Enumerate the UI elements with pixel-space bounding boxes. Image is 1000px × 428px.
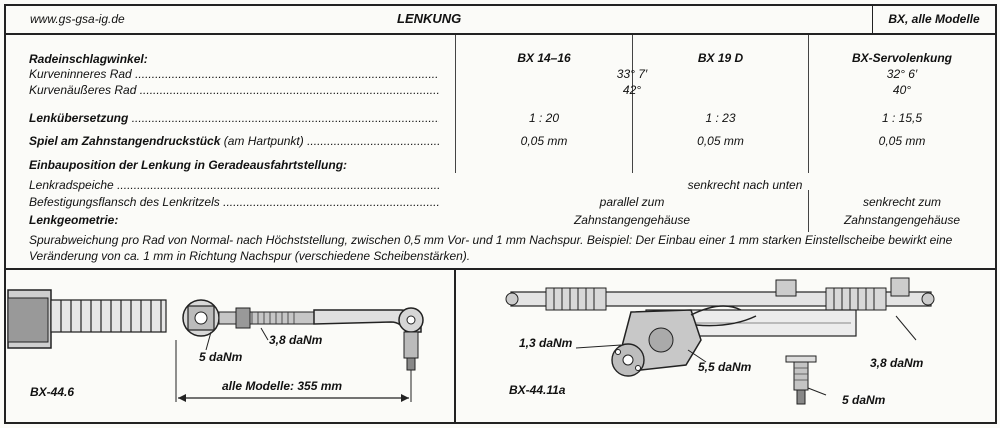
right-border xyxy=(995,4,997,424)
value-play-servo: 0,05 mm xyxy=(878,134,926,148)
label-befestigungsflansch: Befestigungsflansch des Lenkritzels ....… xyxy=(29,195,439,209)
label-kurveninneres: Kurveninneres Rad ......................… xyxy=(29,67,439,81)
value-flange-servo-2: Zahnstangengehäuse xyxy=(843,213,961,227)
torque-label-13danm: 1,3 daNm xyxy=(519,336,573,350)
torque-label-38danm-right: 3,8 daNm xyxy=(870,356,924,370)
value-play-bx19d: 0,05 mm xyxy=(697,134,744,148)
model-scope: BX, alle Modelle xyxy=(888,12,980,26)
dimension-label: alle Modelle: 355 mm xyxy=(222,379,343,393)
col-header-bx1416: BX 14–16 xyxy=(517,51,571,65)
col-divider-3 xyxy=(808,35,809,173)
col-header-bx19d: BX 19 D xyxy=(697,51,744,65)
col-divider-1 xyxy=(455,35,456,173)
diagram-divider xyxy=(454,268,456,424)
value-play-bx1416: 0,05 mm xyxy=(520,134,568,148)
top-border xyxy=(4,4,997,6)
bottom-border xyxy=(4,422,997,424)
torque-label-5danm-right: 5 daNm xyxy=(842,393,886,407)
page-title: LENKUNG xyxy=(397,11,462,26)
header-divider xyxy=(872,4,873,34)
value-flange-manual-1: parallel zum xyxy=(599,195,665,209)
label-einbauposition: Einbauposition der Lenkung in Geradeausf… xyxy=(29,158,348,172)
value-flange-servo-1: senkrecht zum xyxy=(862,195,942,209)
col-header-servo: BX-Servolenkung xyxy=(851,51,953,65)
value-ratio-bx19d: 1 : 23 xyxy=(705,111,736,125)
value-inner-angle-manual: 33° 7′ xyxy=(616,67,648,81)
value-spoke: senkrecht nach unten xyxy=(687,178,803,192)
steering-rack-diagram xyxy=(505,277,935,405)
label-lenkuebersetzung: Lenkübersetzung ........................… xyxy=(29,111,439,125)
col-divider-2 xyxy=(632,35,633,173)
col-divider-3b xyxy=(808,190,809,232)
value-outer-angle-servo: 40° xyxy=(892,83,912,97)
figure-label-bx4411a: BX-44.11a xyxy=(509,383,566,397)
header-bottom-border xyxy=(4,33,997,35)
label-lenkgeometrie: Lenkgeometrie: xyxy=(29,213,119,227)
label-spiel: Spiel am Zahnstangendruckstück (am Hartp… xyxy=(29,134,439,148)
value-ratio-bx1416: 1 : 20 xyxy=(528,111,560,125)
value-flange-manual-2: Zahnstangengehäuse xyxy=(573,213,691,227)
value-inner-angle-servo: 32° 6′ xyxy=(886,67,918,81)
label-radeinschlagwinkel: Radeinschlagwinkel: xyxy=(29,52,148,66)
torque-label-38danm-left: 3,8 daNm xyxy=(269,333,323,347)
figure-label-bx446: BX-44.6 xyxy=(30,385,75,399)
value-ratio-servo: 1 : 15,5 xyxy=(881,111,923,125)
tie-rod-diagram xyxy=(7,289,424,402)
label-kurvenaeusseres: Kurvenäußeres Rad ......................… xyxy=(29,83,439,97)
left-border xyxy=(4,4,6,424)
toe-note: Spurabweichung pro Rad von Normal- nach … xyxy=(29,233,953,263)
label-lenkradspeiche: Lenkradspeiche .........................… xyxy=(29,178,439,192)
torque-label-5danm-left: 5 daNm xyxy=(199,350,243,364)
website-url[interactable]: www.gs-gsa-ig.de xyxy=(30,12,125,26)
value-outer-angle-manual: 42° xyxy=(622,83,642,97)
diagram-top-border xyxy=(4,268,997,270)
torque-label-55danm: 5,5 daNm xyxy=(698,360,752,374)
